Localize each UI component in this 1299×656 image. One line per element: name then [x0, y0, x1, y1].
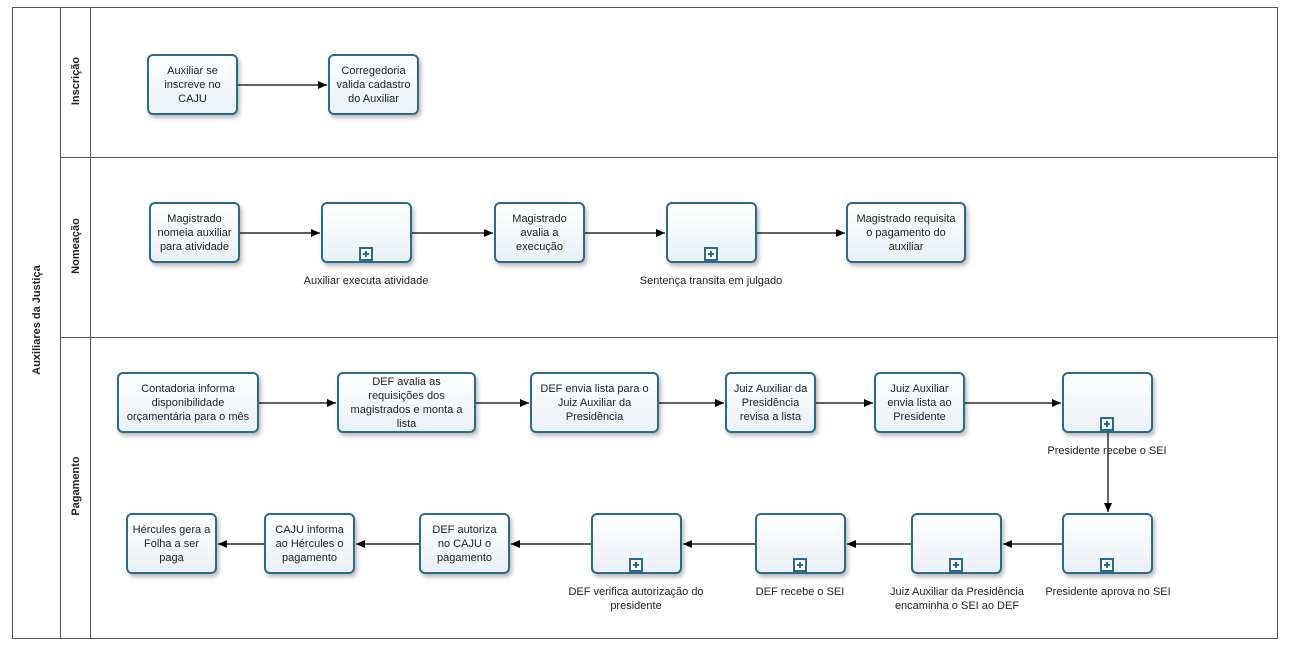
expand-plus-icon[interactable]: [792, 558, 807, 572]
task-label: Juiz Auxiliar envia lista ao Presidente: [887, 382, 952, 423]
expand-plus-icon[interactable]: [1099, 558, 1114, 572]
pool-header: [12, 7, 61, 639]
subprocess-label: Sentença transita em julgado: [639, 275, 783, 287]
expand-plus-icon[interactable]: [1099, 417, 1114, 431]
task-magistrado-nomeia[interactable]: Magistrado nomeia auxiliar para atividad…: [149, 202, 240, 263]
expand-plus-icon[interactable]: [703, 247, 718, 261]
pool: [12, 7, 1278, 639]
lane-divider-pagamento: [61, 337, 1278, 338]
lane-header-pagamento: [61, 337, 91, 639]
subprocess-label: DEF verifica autorização do presidente: [568, 586, 704, 612]
lane-divider-nomeacao: [61, 157, 1278, 158]
task-label: Auxiliar se inscreve no CAJU: [164, 64, 221, 105]
task-def-envia-lista[interactable]: DEF envia lista para o Juiz Auxiliar da …: [530, 372, 659, 433]
task-def-avalia[interactable]: DEF avalia as requisições dos magistrado…: [337, 372, 476, 433]
task-label: Magistrado avalia a execução: [512, 212, 567, 253]
subprocess-label: Auxiliar executa atividade: [303, 275, 429, 287]
lane-header-inscricao: [61, 7, 91, 157]
task-auxiliar-inscreve[interactable]: Auxiliar se inscreve no CAJU: [147, 54, 238, 115]
expand-plus-icon[interactable]: [628, 558, 643, 572]
task-hercules-gera[interactable]: Hércules gera a Folha a ser paga: [126, 513, 217, 574]
task-label: Juiz Auxiliar da Presidência revisa a li…: [733, 382, 808, 423]
task-contadoria-informa[interactable]: Contadoria informa disponibilidade orçam…: [117, 372, 259, 433]
task-magistrado-avalia[interactable]: Magistrado avalia a execução: [494, 202, 585, 263]
subprocess-label: Presidente aprova no SEI: [1045, 586, 1171, 598]
task-label: DEF avalia as requisições dos magistrado…: [350, 375, 463, 430]
task-label: Hércules gera a Folha a ser paga: [132, 523, 211, 564]
task-label: CAJU informa ao Hércules o pagamento: [275, 523, 344, 564]
task-juiz-envia-presidente[interactable]: Juiz Auxiliar envia lista ao Presidente: [874, 372, 965, 433]
subprocess-presidente-recebe[interactable]: [1062, 372, 1153, 433]
subprocess-label: Presidente recebe o SEI: [1047, 445, 1167, 457]
task-juiz-revisa[interactable]: Juiz Auxiliar da Presidência revisa a li…: [725, 372, 816, 433]
task-label: Magistrado requisita o pagamento do auxi…: [856, 212, 956, 253]
lane-header-nomeacao: [61, 157, 91, 337]
expand-plus-icon[interactable]: [358, 247, 373, 261]
subprocess-presidente-aprova[interactable]: [1062, 513, 1153, 574]
task-label: Magistrado nomeia auxiliar para atividad…: [157, 212, 232, 253]
subprocess-juiz-encaminha[interactable]: [911, 513, 1002, 574]
task-label: Corregedoria valida cadastro do Auxiliar: [336, 64, 411, 105]
task-def-autoriza[interactable]: DEF autoriza no CAJU o pagamento: [419, 513, 510, 574]
subprocess-def-verifica[interactable]: [591, 513, 682, 574]
subprocess-label: DEF recebe o SEI: [755, 586, 845, 598]
task-label: DEF autoriza no CAJU o pagamento: [432, 523, 497, 564]
subprocess-sentenca-transita[interactable]: [666, 202, 757, 263]
task-magistrado-requisita[interactable]: Magistrado requisita o pagamento do auxi…: [846, 202, 966, 263]
task-label: Contadoria informa disponibilidade orçam…: [126, 382, 250, 423]
expand-plus-icon[interactable]: [948, 558, 963, 572]
subprocess-auxiliar-executa[interactable]: [321, 202, 412, 263]
task-corregedoria-valida[interactable]: Corregedoria valida cadastro do Auxiliar: [328, 54, 419, 115]
task-label: DEF envia lista para o Juiz Auxiliar da …: [540, 382, 649, 423]
subprocess-label: Juiz Auxiliar da Presidência encaminha o…: [890, 586, 1024, 612]
task-caju-informa[interactable]: CAJU informa ao Hércules o pagamento: [264, 513, 355, 574]
subprocess-def-recebe[interactable]: [755, 513, 846, 574]
